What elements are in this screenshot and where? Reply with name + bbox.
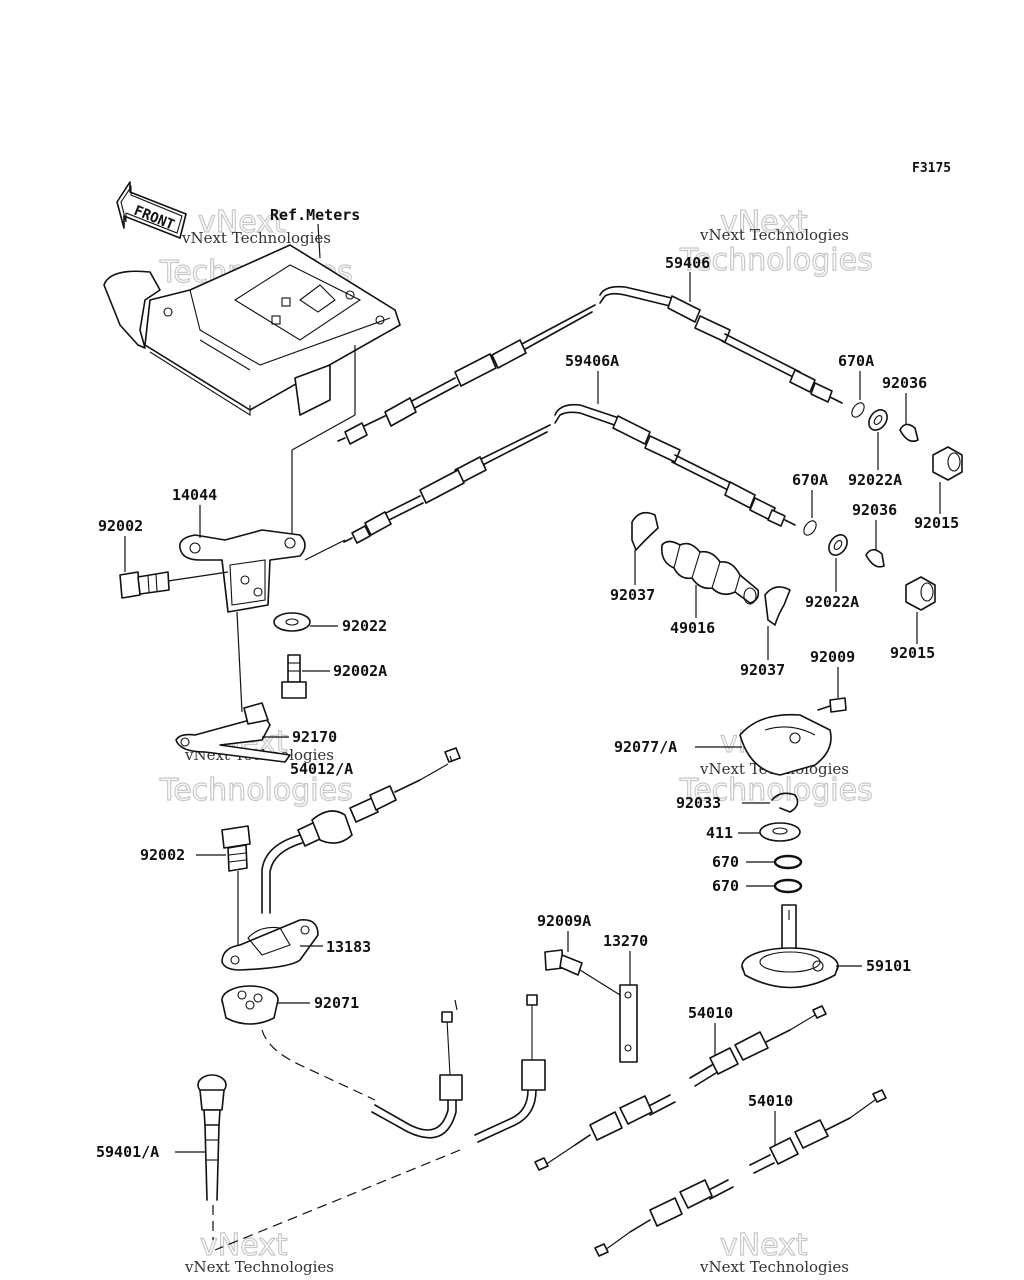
part-label: 92015	[890, 644, 935, 662]
part-label: 92036	[882, 374, 927, 392]
lever-92170	[175, 702, 291, 763]
clamp-92037-2	[764, 586, 791, 626]
watermark-big-text: vNext	[198, 205, 286, 240]
ring-670A-1	[851, 402, 865, 418]
front-arrow-icon: FRONT	[116, 181, 187, 239]
cable-54010-1	[534, 1005, 827, 1171]
clip-92036-1	[899, 423, 919, 443]
cable-59406A	[343, 403, 796, 544]
ref-leader	[317, 223, 321, 259]
knob-59401	[197, 1074, 227, 1201]
meter-bracket	[103, 244, 401, 416]
part-label: 92009	[810, 648, 855, 666]
watermark-text: vNext Technologies	[181, 229, 331, 247]
bracket-14044	[178, 529, 306, 613]
part-label: 92033	[676, 794, 721, 812]
nut-92015-2	[905, 576, 936, 611]
part-label: 92022	[342, 617, 387, 635]
bolt-92002-1	[119, 571, 229, 599]
watermark-top-right: vNext Technologies vNext Technologies	[678, 204, 873, 278]
choke-cable-elbow-1	[371, 1011, 463, 1139]
part-label: 92170	[292, 728, 337, 746]
washer-92022	[273, 612, 311, 632]
part-label: 14044	[172, 486, 217, 504]
part-label: 54010	[688, 1004, 733, 1022]
circlip-92033	[771, 792, 799, 813]
screw-92009A	[544, 949, 621, 996]
part-label: 670A	[792, 471, 828, 489]
clip-92036-2	[865, 548, 885, 568]
screw-92009	[817, 697, 847, 713]
choke-cable-elbow-2	[474, 994, 546, 1143]
cable-dash	[454, 999, 459, 1016]
ring-670-2	[773, 878, 803, 894]
part-label: 54010	[748, 1092, 793, 1110]
cable-54012	[261, 747, 461, 914]
watermark-text: vNext Technologies	[699, 1258, 849, 1276]
watermark-big-text: vNext	[200, 1228, 288, 1263]
part-label: 92077/A	[614, 738, 677, 756]
cable-dash	[449, 755, 453, 763]
ref-meters-label: Ref.Meters	[270, 206, 360, 224]
part-label: 92037	[610, 586, 655, 604]
watermark-bottom-right: vNext vNext Technologies	[699, 1227, 849, 1276]
part-label: 670A	[838, 352, 874, 370]
part-label: 54012/A	[290, 760, 353, 778]
part-label: 92002	[98, 517, 143, 535]
ring-670A-2	[803, 520, 817, 536]
part-label: 92002	[140, 846, 185, 864]
part-label: 49016	[670, 619, 715, 637]
cable-54010-2	[594, 1089, 887, 1257]
bolt-92002A	[281, 654, 307, 699]
cable-leader	[304, 539, 346, 561]
part-label: 59406	[665, 254, 710, 272]
washer-92022A-2	[828, 534, 848, 556]
bracket-leader	[236, 611, 243, 713]
part-label: 411	[706, 824, 733, 842]
watermark-big-text: Technologies	[679, 243, 873, 278]
part-label: 92009A	[537, 912, 591, 930]
watermark-big-text: Technologies	[679, 773, 873, 808]
part-label: 13270	[603, 932, 648, 950]
ring-670-1	[773, 854, 803, 870]
boot-49016	[660, 540, 760, 605]
washer-92022A-1	[868, 409, 888, 431]
cable-59406	[337, 285, 843, 445]
part-label: 13183	[326, 938, 371, 956]
part-label: 92037	[740, 661, 785, 679]
part-label: 59401/A	[96, 1143, 159, 1161]
watermark-big-text: vNext	[720, 205, 808, 240]
grommet-92071	[221, 985, 279, 1025]
routing-dash	[261, 1029, 376, 1101]
labels: 59406 59406A 670A 92036 92022A 92015 670…	[96, 254, 959, 1161]
clamp-92037-1	[631, 511, 659, 551]
routing-dash	[214, 1149, 461, 1251]
part-label: 59406A	[565, 352, 619, 370]
watermark-text: vNext Technologies	[184, 1258, 334, 1276]
part-label: 59101	[866, 957, 911, 975]
cover-92077	[739, 713, 832, 776]
part-label: 92036	[852, 501, 897, 519]
part-label: 92015	[914, 514, 959, 532]
part-label: 92022A	[805, 593, 859, 611]
bracket-leader	[291, 414, 356, 451]
nut-92015-1	[932, 446, 963, 481]
drum-59101	[741, 904, 839, 989]
watermark-bottom-left: vNext vNext Technologies	[184, 1227, 334, 1276]
part-label: 92022A	[848, 471, 902, 489]
part-label: 92002A	[333, 662, 387, 680]
plate-13183	[221, 918, 319, 971]
washer-411	[759, 822, 801, 842]
watermark-big-text: vNext	[720, 1228, 808, 1263]
bolt-92002-2	[221, 825, 251, 945]
figure-code: F3175	[912, 161, 951, 176]
part-label: 92071	[314, 994, 359, 1012]
watermark-big-text: Technologies	[159, 773, 353, 808]
bracket-13270	[619, 984, 638, 1063]
part-label: 670	[712, 853, 739, 871]
part-label: 670	[712, 877, 739, 895]
watermark-text: vNext Technologies	[699, 226, 849, 244]
